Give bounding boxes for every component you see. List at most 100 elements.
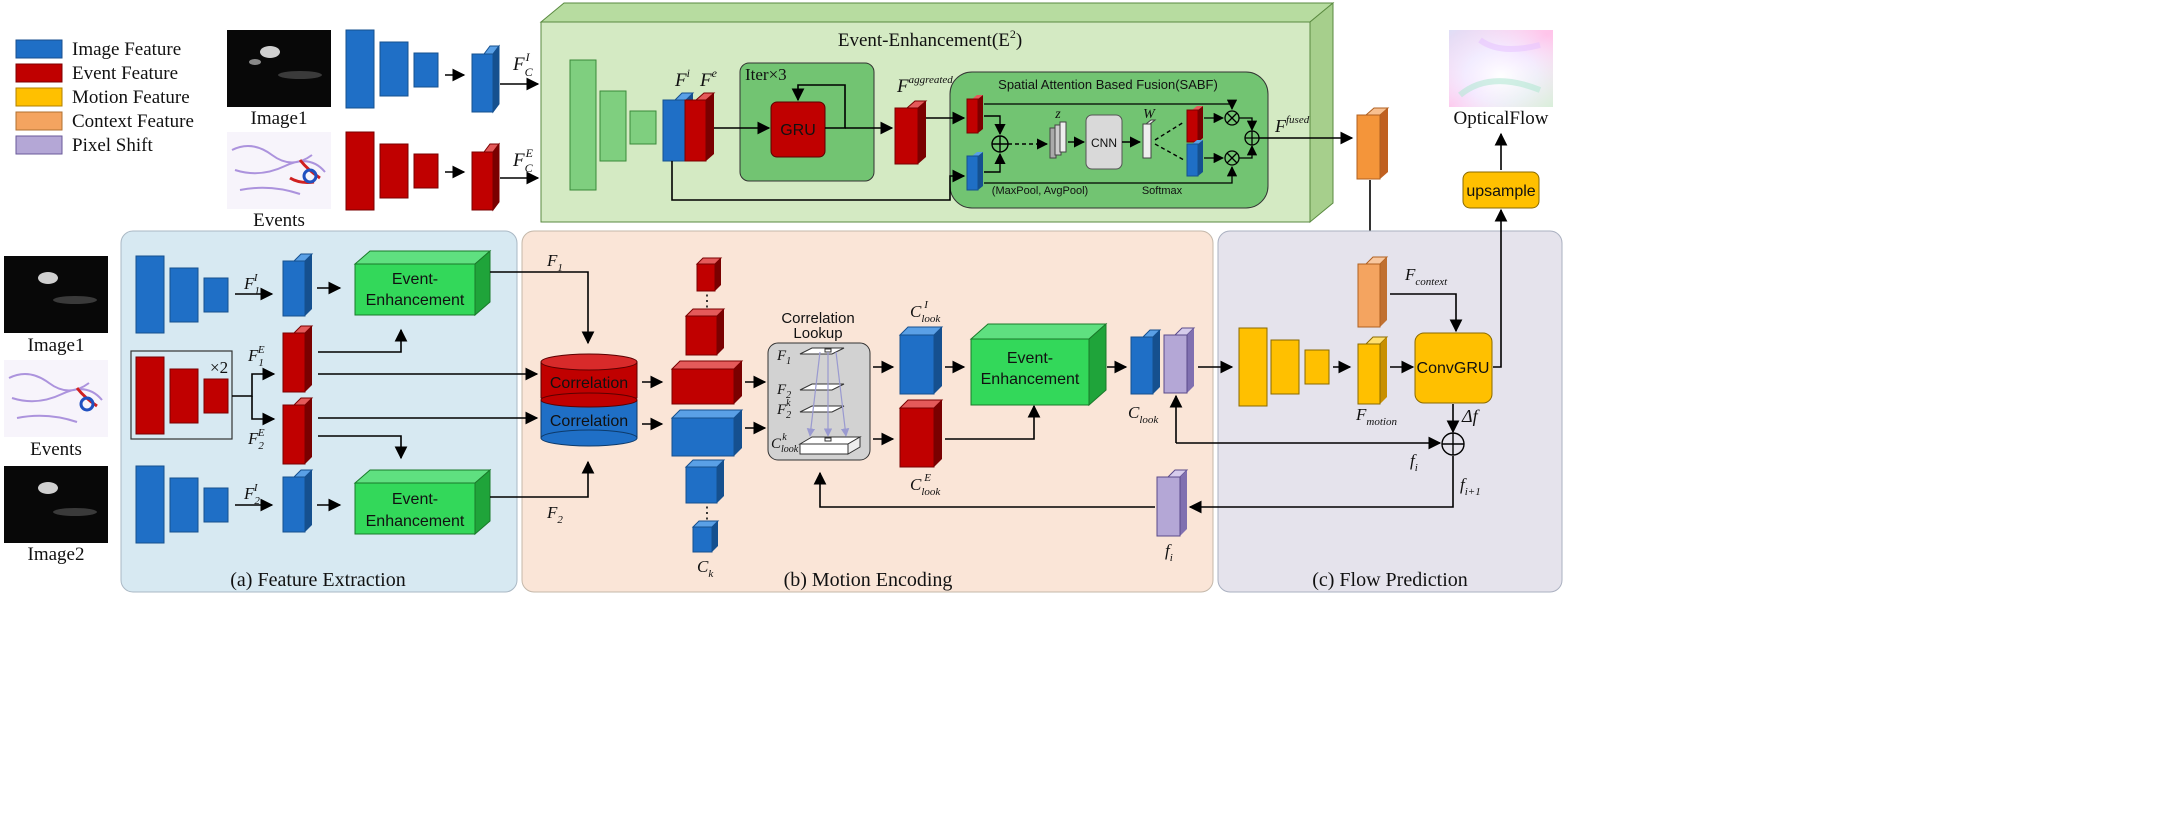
- w-map: W: [1142, 107, 1157, 159]
- convgru-label: ConvGRU: [1417, 360, 1490, 377]
- ee3-line2: Enhancement: [981, 371, 1080, 388]
- sabf-event-cube: [966, 95, 983, 134]
- top-image-feature-cube: [471, 44, 500, 114]
- legend-swatch-pixel-shift: [15, 135, 63, 155]
- corr-top-label: Correlation: [550, 375, 628, 392]
- lk-f2: F2: [776, 382, 791, 401]
- label-fce: FCE: [512, 146, 534, 175]
- ee1-line2: Enhancement: [366, 292, 465, 309]
- label-delta: Δf: [1461, 406, 1481, 426]
- left-image1-label: Image1: [28, 335, 85, 356]
- event-encoder-box: [130, 350, 233, 440]
- correlation-cylinder-image: Correlation: [540, 392, 638, 447]
- pixel-shift-cube-bottom: [1156, 469, 1189, 537]
- panel-title-feature-extraction: (a) Feature Extraction: [230, 569, 405, 591]
- left-image1: Image1: [4, 256, 108, 356]
- lk-f1: F1: [776, 348, 791, 367]
- f1e-cube: [282, 325, 314, 393]
- upsample-block: [1462, 171, 1540, 209]
- label-f2-me: F2: [546, 503, 563, 526]
- left-events-label: Events: [30, 439, 82, 460]
- lk-clook: Clookk: [771, 432, 799, 455]
- label-fcontext: Fcontext: [1404, 265, 1448, 288]
- sabf-weight-event: [1186, 106, 1203, 143]
- sabf-title: Spatial Attention Based Fusion(SABF): [998, 77, 1218, 92]
- label-fmotion: Fmotion: [1355, 405, 1397, 428]
- lk-f2k: F2k: [776, 398, 791, 421]
- ee2-line2: Enhancement: [366, 513, 465, 530]
- pool-label: (MaxPool, AvgPool): [992, 185, 1088, 197]
- legend-label-event: Event Feature: [72, 63, 178, 84]
- fused-context-cube: [1356, 107, 1390, 180]
- e2-title: Event-Enhancement(E2): [838, 27, 1022, 51]
- ee2-line1: Event-: [392, 491, 438, 508]
- legend-label-context: Context Feature: [72, 111, 194, 132]
- f2e-cube: [282, 397, 314, 465]
- gru-label: GRU: [780, 122, 816, 139]
- top-event-feature-cube: [471, 142, 500, 212]
- panel-title-motion-encoding: (b) Motion Encoding: [784, 569, 953, 591]
- sabf-weight-image: [1186, 140, 1203, 177]
- f-aggreated-cube: [894, 100, 928, 165]
- top-image1: Image1: [227, 30, 331, 129]
- fe-image2-encoder: [135, 465, 229, 544]
- label-fi: Fi: [674, 66, 690, 91]
- label-fi1-flow: fi+1: [1460, 475, 1481, 498]
- ee1-line1: Event-: [392, 271, 438, 288]
- z-stack: z: [1049, 107, 1067, 159]
- pyramid-event-l4: [695, 257, 723, 292]
- label-fe: Fe: [699, 66, 718, 91]
- left-image2-label: Image2: [28, 544, 85, 565]
- label-f1e: F1E: [247, 344, 265, 369]
- legend: Image Feature Event Feature Motion Featu…: [15, 39, 194, 156]
- legend-swatch-image: [15, 39, 63, 59]
- convgru-block: [1414, 332, 1493, 404]
- pyramid-image-l2: [684, 459, 726, 504]
- f2i-cube: [282, 469, 314, 533]
- gru-block: [770, 101, 826, 158]
- fe-image1-encoder: [135, 255, 229, 334]
- label-fi-me: fi: [1165, 541, 1173, 564]
- sum-circle-top: [1244, 130, 1260, 146]
- corr-bottom-label: Correlation: [550, 413, 628, 430]
- pyramid-image-l4: [691, 520, 720, 553]
- left-image2: Image2: [4, 466, 108, 565]
- fe-event-encoder: [135, 356, 229, 435]
- legend-label-motion: Motion Feature: [72, 87, 190, 108]
- legend-swatch-context: [15, 111, 63, 131]
- label-ffused: Ffused: [1274, 114, 1310, 136]
- top-image-encoder: [345, 29, 439, 109]
- label-f1-me: F1: [546, 251, 563, 274]
- label-fci: FCI: [512, 50, 534, 79]
- clook-cube: [1130, 329, 1162, 395]
- fe-cube: [684, 92, 716, 162]
- left-events: Events: [4, 360, 108, 460]
- label-f1i: F1I: [243, 272, 260, 297]
- label-f2i: F2I: [243, 482, 260, 507]
- top-events-label: Events: [253, 210, 305, 231]
- pyramid-ellipsis-bottom: ⋮: [699, 505, 715, 522]
- lookup-title-2: Lookup: [793, 325, 842, 342]
- label-fagg: Faggreated: [896, 74, 953, 97]
- fcontext-cube: [1357, 256, 1389, 328]
- motion-encoder: [1238, 327, 1330, 407]
- top-image1-label: Image1: [251, 108, 308, 129]
- label-fi-flow: fi: [1410, 451, 1418, 474]
- e2-encoder: [569, 59, 657, 191]
- fmotion-cube: [1357, 336, 1389, 405]
- iter-box: Iter×3 GRU: [739, 62, 875, 182]
- legend-swatch-event: [15, 63, 63, 83]
- iter-label: Iter×3: [745, 65, 787, 84]
- correlation-lookup-box: [767, 342, 871, 461]
- panel-title-flow-prediction: (c) Flow Prediction: [1312, 569, 1468, 591]
- label-clook-e: ClookE: [910, 472, 941, 498]
- label-clook-i: ClookI: [910, 299, 941, 325]
- times2-label: ×2: [210, 358, 228, 377]
- legend-label-pixel-shift: Pixel Shift: [72, 135, 153, 156]
- w-label: W: [1143, 107, 1156, 122]
- clook-i-cube: [898, 326, 944, 395]
- top-events: Events: [227, 132, 331, 231]
- sabf-image-cube: [966, 152, 983, 191]
- legend-label-image: Image Feature: [72, 39, 181, 60]
